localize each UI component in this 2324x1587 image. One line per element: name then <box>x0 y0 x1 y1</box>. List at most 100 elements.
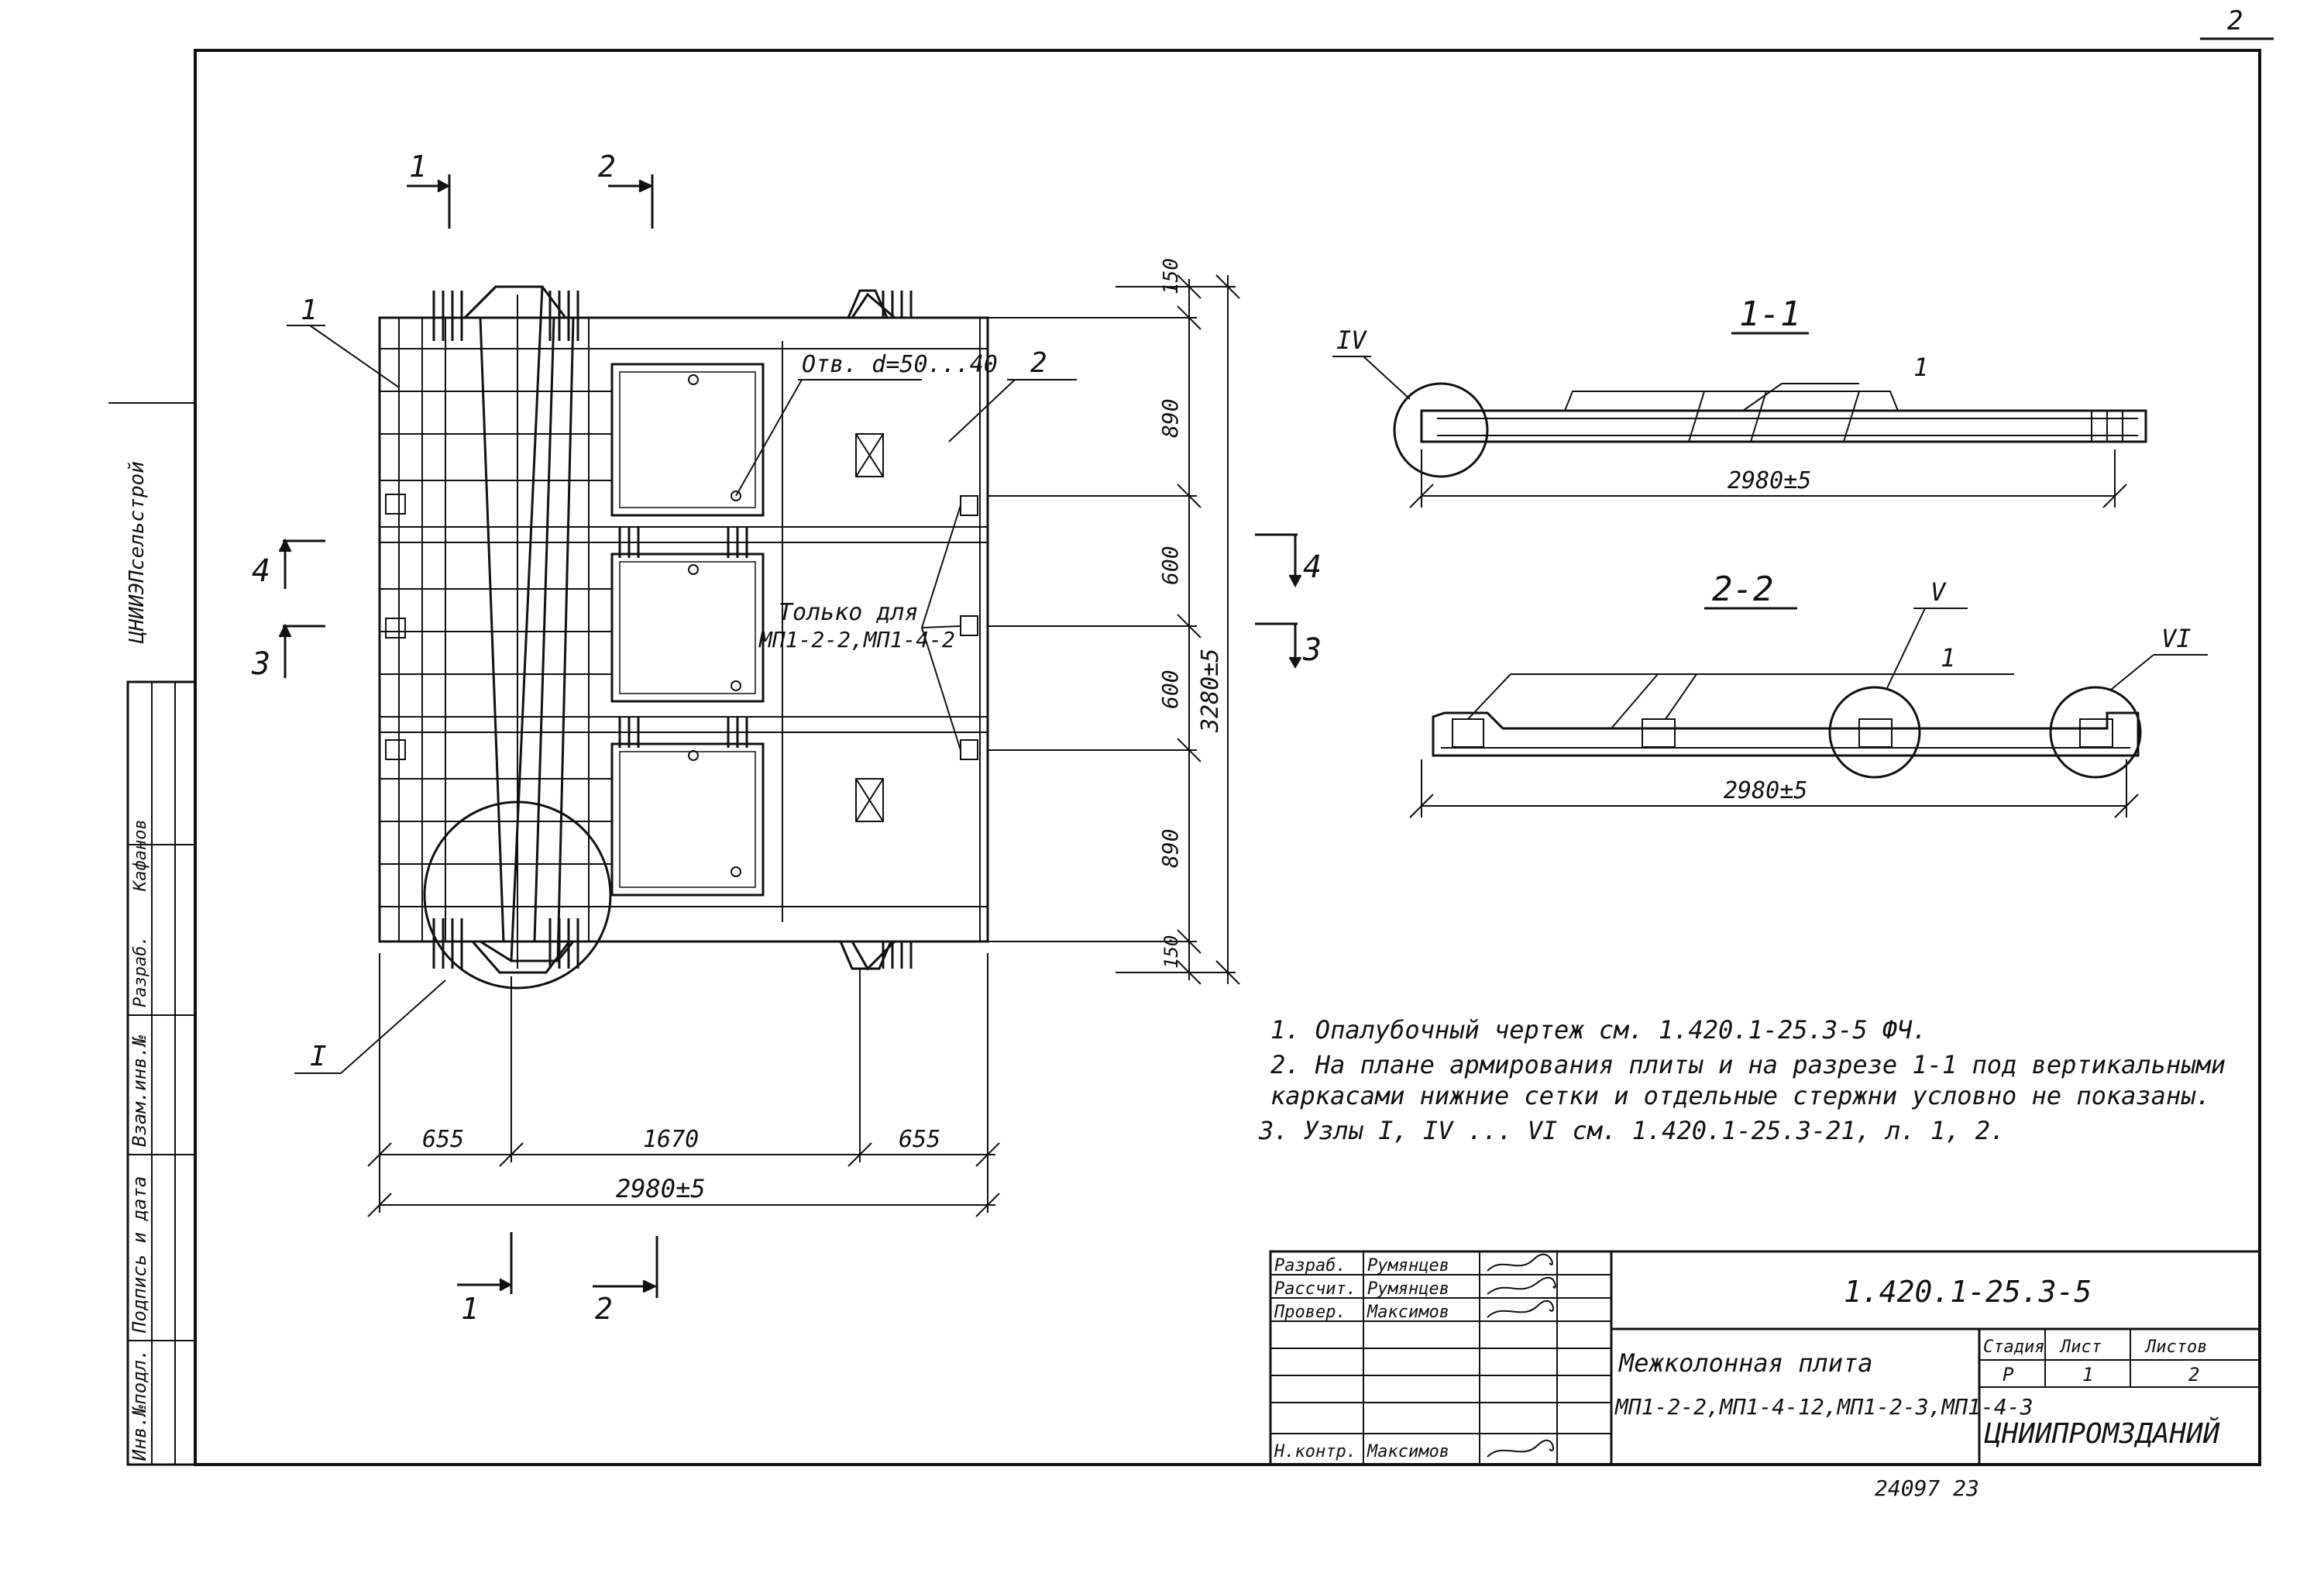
tb-name-3: Максимов <box>1367 1442 1449 1461</box>
embed-5 <box>960 615 978 636</box>
leader-2-label: 2 <box>1030 347 1047 379</box>
section-1-1-dim-label: 2980±5 <box>1728 467 1811 494</box>
dim-bottom-total: 2980±5 <box>616 1174 706 1203</box>
node-VI-label: VI <box>2161 624 2192 653</box>
node-IV-label: IV <box>1336 325 1367 355</box>
tb-role-1: Рассчит. <box>1274 1279 1356 1299</box>
reinforcement-plan: I 1 2 Отв. d=50...40 Только для МП1-2-2,… <box>251 150 1322 1326</box>
lifting-loop-bottom <box>855 778 884 822</box>
leader-2-line <box>948 379 1016 442</box>
hole-marks <box>688 374 741 877</box>
side-stamp: ЦНИИЭПсельстрой Инв.№подл. Подпись и дат… <box>108 402 197 1466</box>
section-mark-2-bottom <box>593 1236 658 1298</box>
node-VI-circle <box>2049 686 2142 779</box>
level-mark-3-left <box>278 623 325 678</box>
level-mark-4-left-label: 4 <box>252 553 270 589</box>
level-mark-4-right-label: 4 <box>1303 549 1322 585</box>
section-2-2-body <box>1432 711 2140 757</box>
tb-name-0: Румянцев <box>1367 1256 1449 1275</box>
dim-right-150-bottom: 150 <box>1160 935 1182 969</box>
section-mark-2-top-label: 2 <box>598 150 616 184</box>
section-mark-1-bottom <box>457 1232 513 1294</box>
section-2-2: 2-2 V VI 1 2980±5 <box>1409 570 2208 818</box>
section-1-1-leader-label: 1 <box>1913 353 1928 382</box>
stamp-razrab: Разраб. <box>131 935 150 1007</box>
section-1-1-top <box>1422 391 2146 411</box>
section-mark-2-top <box>608 174 654 229</box>
opening-1-inner <box>619 371 756 508</box>
dim-right-890-bottom: 890 <box>1157 828 1183 868</box>
stamp-org: ЦНИИЭПсельстрой <box>125 461 149 644</box>
level-mark-4-left <box>278 538 325 589</box>
stamp-vzam-inv: Взам.инв.№ <box>129 1035 150 1148</box>
stamp-inv-podl: Инв.№подл. <box>129 1349 150 1462</box>
dim-chain-bottom <box>367 953 1000 1217</box>
section-2-2-title: 2-2 <box>1712 570 1773 609</box>
embed-3 <box>385 739 406 760</box>
dim-right-600-a: 600 <box>1157 546 1183 585</box>
node-IV-leader <box>1363 356 1411 400</box>
dim-right-600-b: 600 <box>1157 670 1183 709</box>
tapered-rib <box>479 317 555 942</box>
opening-3-inner <box>619 751 756 888</box>
note-2: 2. На плане армирования плиты и на разре… <box>1270 1050 2226 1079</box>
tb-sheet: 1 <box>2082 1364 2093 1386</box>
node-I-leader <box>340 979 446 1074</box>
section-2-2-ribs <box>1452 673 2113 748</box>
horizontal-bars <box>380 348 988 907</box>
tb-title-line1: Межколонная плита <box>1618 1348 1873 1378</box>
hole-note: Отв. d=50...40 <box>802 351 998 378</box>
stamp-sign-date: Подпись и дата <box>129 1176 150 1334</box>
opening-1 <box>610 363 765 517</box>
opening-3 <box>610 742 765 897</box>
notes: 1. Опалубочный чертеж см. 1.420.1-25.3-5… <box>1258 1015 2226 1145</box>
title-block: Разраб. Румянцев Рассчит. Румянцев Прове… <box>1269 1250 2261 1466</box>
stamp-name: Кафанов <box>131 819 150 892</box>
section-1-1-title: 1-1 <box>1739 294 1800 334</box>
tb-name-1: Румянцев <box>1367 1279 1449 1299</box>
section-mark-1-bottom-label: 1 <box>461 1292 479 1326</box>
dim-right-150-top: 150 <box>1160 258 1183 294</box>
vertical-bars <box>398 318 981 942</box>
level-mark-3-left-label: 3 <box>251 646 270 682</box>
dim-bottom-1670: 1670 <box>643 1126 699 1153</box>
node-V-circle <box>1828 686 1921 779</box>
hole-note-leader-1 <box>735 379 803 497</box>
only-for-leader-3 <box>921 627 961 751</box>
section-1-1: 1-1 IV 1 2980±5 <box>1332 294 2147 508</box>
bar-bundles <box>432 291 913 969</box>
dim-chain-right <box>988 274 1240 985</box>
tb-doc-code: 1.420.1-25.3-5 <box>1844 1275 2092 1309</box>
tb-org: ЦНИИПРОМЗДАНИЙ <box>1984 1417 2220 1450</box>
note-1: 1. Опалубочный чертеж см. 1.420.1-25.3-5… <box>1270 1015 1927 1045</box>
node-V-leader <box>1886 608 1926 690</box>
slab-body <box>378 316 989 943</box>
top-notch-right <box>847 289 889 318</box>
lifting-loop-top <box>855 433 884 477</box>
bottom-notch <box>471 941 571 974</box>
level-mark-4-right <box>1255 533 1302 588</box>
dim-right-total: 3280±5 <box>1197 649 1224 733</box>
tb-role-2: Провер. <box>1274 1303 1346 1322</box>
note-2-cont: каркасами нижние сетки и отдельные стерж… <box>1270 1081 2211 1110</box>
section-1-1-dim-tick-right <box>2102 484 2127 508</box>
section-2-2-leader-label: 1 <box>1941 643 1955 673</box>
section-1-1-verticals <box>1688 391 2123 442</box>
only-for-line1: Только для <box>779 599 919 626</box>
section-mark-2-bottom-label: 2 <box>595 1292 613 1326</box>
dim-bottom-655-right: 655 <box>899 1126 940 1153</box>
node-I-circle <box>423 800 612 990</box>
tb-sheet-label: Лист <box>2059 1337 2102 1357</box>
leader-1-label: 1 <box>301 294 318 326</box>
section-1-1-leader-1b <box>1742 383 1783 411</box>
embed-4 <box>960 495 978 516</box>
note-3: 3. Узлы I, IV ... VI см. 1.420.1-25.3-21… <box>1258 1116 2005 1145</box>
section-1-1-dim-tick-left <box>1409 484 1434 508</box>
tb-sheets: 2 <box>2188 1364 2199 1386</box>
bottom-notch-right <box>839 941 892 970</box>
signatures <box>1487 1253 1556 1458</box>
bottom-mark: 24097 23 <box>1875 1475 1979 1501</box>
section-2-2-dim-tick-left <box>1409 794 1434 818</box>
level-mark-3-right <box>1255 622 1302 669</box>
